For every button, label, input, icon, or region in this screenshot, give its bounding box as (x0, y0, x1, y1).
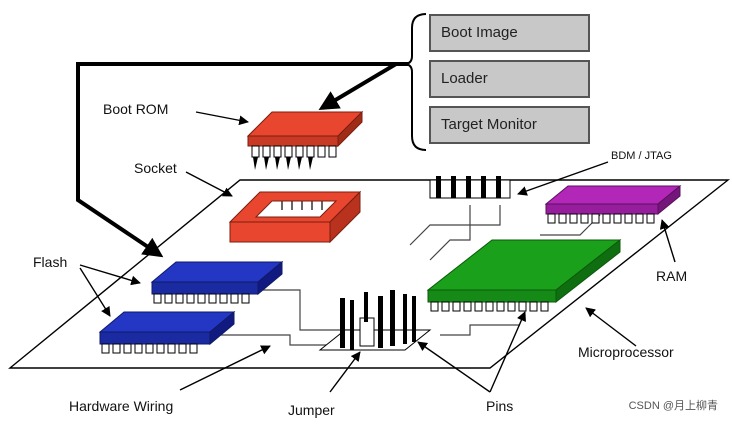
socket (228, 190, 362, 244)
flash-chip-upper (150, 260, 284, 304)
stack-item-target-monitor: Target Monitor (429, 106, 590, 144)
boot-arrows (76, 62, 408, 258)
label-microprocessor: Microprocessor (578, 344, 674, 360)
label-flash: Flash (33, 254, 68, 270)
label-arrows (79, 111, 676, 393)
bdm-jtag-header (429, 176, 511, 199)
jumper-and-pins (318, 290, 432, 351)
stack-item-boot-image: Boot Image (429, 14, 590, 52)
label-jumper: Jumper (288, 402, 335, 418)
boot-rom-chip (246, 110, 364, 170)
stack-bracket (403, 13, 427, 151)
label-pins: Pins (486, 398, 514, 414)
label-socket: Socket (134, 160, 177, 176)
label-hardware-wiring: Hardware Wiring (69, 398, 174, 414)
stack-item-loader: Loader (429, 60, 590, 98)
flash-chip-lower (98, 310, 236, 354)
label-boot-rom: Boot ROM (103, 101, 169, 117)
watermark-credit: CSDN @月上柳青 (628, 400, 718, 412)
label-bdm-jtag: BDM / JTAG (611, 150, 672, 162)
microprocessor-chip (426, 238, 622, 312)
ram-chip (544, 184, 682, 224)
label-ram: RAM (656, 268, 688, 284)
